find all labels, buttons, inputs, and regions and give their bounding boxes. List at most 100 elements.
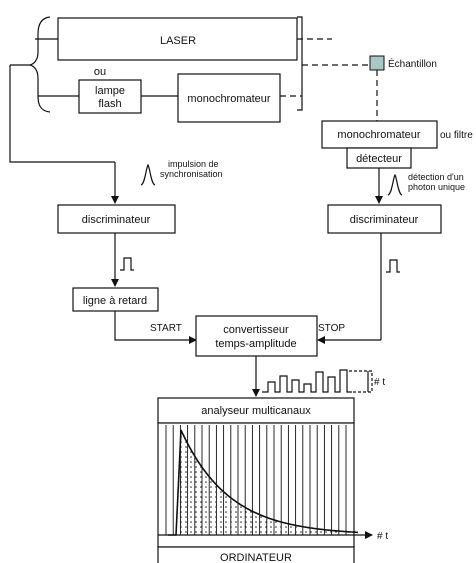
- fill-dot: [320, 531, 322, 533]
- fill-dot: [205, 481, 207, 483]
- fill-dot: [200, 471, 202, 473]
- fill-dot: [190, 476, 192, 478]
- stop-label: STOP: [318, 323, 345, 334]
- square-pulse-left-icon: [120, 257, 134, 271]
- monochromateur-left-label: monochromateur: [187, 93, 270, 105]
- sync-label-2: synchronisation: [160, 169, 223, 179]
- fill-dot: [190, 521, 192, 523]
- fill-dot: [180, 461, 182, 463]
- fill-dot: [245, 511, 247, 513]
- fill-dot: [180, 531, 182, 533]
- fill-dot: [230, 516, 232, 518]
- fill-dot: [180, 456, 182, 458]
- fill-dot: [185, 446, 187, 448]
- fill-dot: [185, 451, 187, 453]
- fill-dot: [220, 506, 222, 508]
- fill-dot: [180, 471, 182, 473]
- fill-dot: [190, 511, 192, 513]
- fill-dot: [180, 521, 182, 523]
- pulse-train-icon: [262, 369, 352, 393]
- fill-dot: [235, 526, 237, 528]
- fill-dot: [280, 526, 282, 528]
- monochromateur-right-box: [321, 120, 438, 149]
- sync-pulse-icon: [140, 163, 156, 186]
- fill-dot: [310, 531, 312, 533]
- fill-dot: [265, 526, 267, 528]
- fill-dot: [210, 491, 212, 493]
- square-pulse-right-icon: [386, 259, 400, 273]
- fill-dot: [180, 516, 182, 518]
- fill-dot: [205, 511, 207, 513]
- fill-dot: [220, 496, 222, 498]
- fill-dot: [185, 511, 187, 513]
- fill-dot: [180, 466, 182, 468]
- fill-dot: [200, 521, 202, 523]
- fill-dot: [235, 506, 237, 508]
- fill-dot: [220, 491, 222, 493]
- fill-dot: [195, 476, 197, 478]
- fill-dot: [195, 531, 197, 533]
- fill-dot: [185, 496, 187, 498]
- lampe-label-1: lampe: [95, 85, 125, 97]
- fill-dot: [195, 481, 197, 483]
- fill-dot: [260, 521, 262, 523]
- fill-dot: [185, 526, 187, 528]
- fill-dot: [220, 521, 222, 523]
- fill-dot: [220, 531, 222, 533]
- fill-dot: [190, 471, 192, 473]
- fill-dot: [220, 511, 222, 513]
- fill-dot: [215, 526, 217, 528]
- fill-dot: [185, 456, 187, 458]
- fill-dot: [200, 511, 202, 513]
- fill-dot: [205, 496, 207, 498]
- fill-dot: [250, 526, 252, 528]
- fill-dot: [210, 526, 212, 528]
- fill-dot: [180, 476, 182, 478]
- pulse-count-label: # t: [374, 377, 385, 388]
- fill-dot: [180, 496, 182, 498]
- ligne-retard-label: ligne à retard: [83, 295, 147, 307]
- fill-dot: [295, 531, 297, 533]
- fill-dot: [285, 531, 287, 533]
- fill-dot: [200, 501, 202, 503]
- photon-label-1: détection d'un: [408, 172, 464, 182]
- tac-label-1: convertisseur: [223, 324, 289, 336]
- discriminateur-right-label: discriminateur: [350, 214, 419, 226]
- fill-dot: [275, 531, 277, 533]
- fill-dot: [250, 531, 252, 533]
- fill-dot: [185, 506, 187, 508]
- fill-dot: [215, 511, 217, 513]
- fill-dot: [200, 526, 202, 528]
- fill-dot: [270, 526, 272, 528]
- fill-dot: [205, 531, 207, 533]
- fill-dot: [225, 516, 227, 518]
- fill-dot: [205, 491, 207, 493]
- fill-dot: [240, 521, 242, 523]
- pulse-dotted-box: [349, 370, 373, 393]
- fill-dot: [195, 471, 197, 473]
- fill-dot: [260, 531, 262, 533]
- fill-dot: [195, 501, 197, 503]
- fill-dot: [245, 516, 247, 518]
- fill-dot: [190, 496, 192, 498]
- analyseur-label: analyseur multicanaux: [201, 405, 311, 417]
- fill-dot: [205, 476, 207, 478]
- fill-dot: [235, 511, 237, 513]
- fill-dot: [190, 526, 192, 528]
- fill-dot: [225, 506, 227, 508]
- fill-dot: [200, 486, 202, 488]
- fill-dot: [200, 481, 202, 483]
- fill-dot: [195, 491, 197, 493]
- decay-curve: [168, 429, 359, 536]
- fill-dot: [235, 516, 237, 518]
- fill-dot: [235, 521, 237, 523]
- fill-dot: [215, 491, 217, 493]
- fill-dot: [230, 531, 232, 533]
- fill-dot: [225, 531, 227, 533]
- fill-dot: [185, 486, 187, 488]
- fill-dot: [230, 511, 232, 513]
- fill-dot: [215, 521, 217, 523]
- source-brace: [29, 16, 51, 113]
- laser-label: LASER: [160, 35, 196, 47]
